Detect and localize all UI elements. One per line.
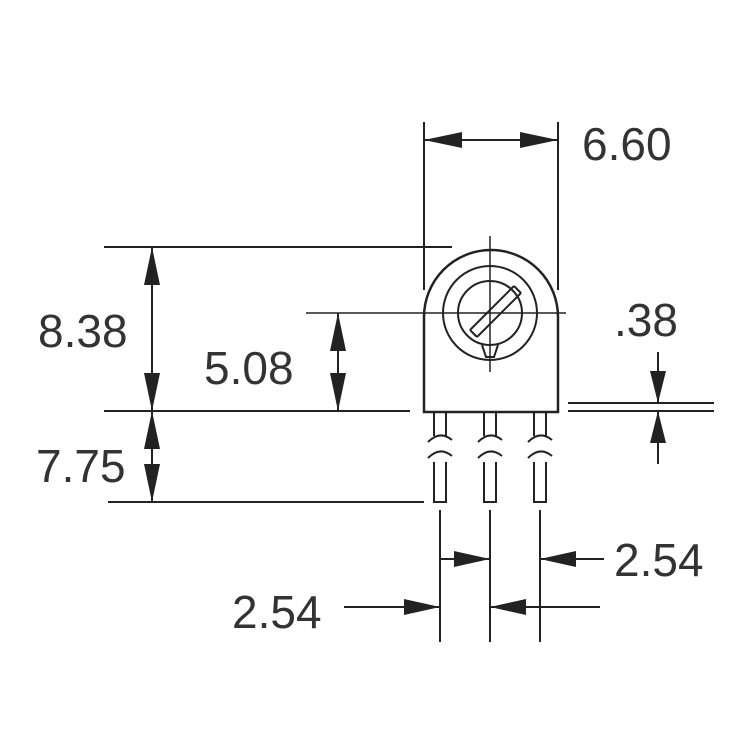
- dimension-pin-length-label: 7.75: [36, 440, 126, 492]
- dimension-pitch-left: 2.54: [232, 586, 600, 638]
- dimension-pin-thickness-label: .38: [614, 294, 678, 346]
- dimension-pitch-left-label: 2.54: [232, 586, 322, 638]
- dimension-pitch-right: 2.54: [440, 534, 704, 586]
- pin-left: [427, 412, 453, 503]
- dimension-height-total-label: 8.38: [38, 305, 128, 357]
- dimension-pitch-right-label: 2.54: [614, 534, 704, 586]
- dimension-pin-thickness: .38: [568, 294, 714, 464]
- dimension-pin-length: 7.75: [36, 411, 424, 503]
- dimension-width-top-label: 6.60: [582, 118, 672, 170]
- component-outline: [306, 236, 566, 503]
- dimension-height-center-label: 5.08: [204, 342, 294, 394]
- dimension-height-total: 8.38: [38, 246, 452, 412]
- pins: [427, 412, 553, 503]
- pin-right: [527, 412, 553, 503]
- pin-pitch-extension-lines: [439, 510, 541, 642]
- dimension-width-top: 6.60: [423, 118, 672, 290]
- rotor-slot-icon: [469, 285, 522, 338]
- dimension-height-center: 5.08: [204, 313, 346, 411]
- housing-body: [422, 248, 560, 414]
- pin-middle: [477, 412, 503, 503]
